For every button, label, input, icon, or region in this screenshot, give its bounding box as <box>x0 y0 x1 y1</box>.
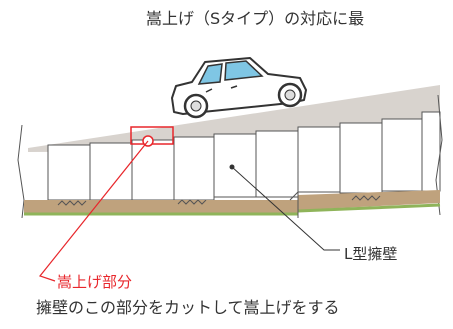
l-type-wall-label: L型擁壁 <box>344 245 398 263</box>
wall-foot-step <box>289 190 299 218</box>
caption: 擁壁のこの部分をカットして嵩上げをする <box>36 298 340 317</box>
raise-leader-line <box>38 140 149 282</box>
hatch-marks <box>57 195 381 206</box>
left-cut-line <box>17 124 25 219</box>
ground-brown-right <box>298 190 440 210</box>
wall-panels <box>47 111 441 201</box>
page-title: 嵩上げ（Sタイプ）の対応に最 <box>146 9 365 28</box>
raise-part-label: 嵩上げ部分 <box>57 273 133 291</box>
ground-green-right <box>297 203 441 213</box>
car-icon <box>171 57 307 119</box>
ground-brown <box>24 200 298 213</box>
wall-leader-line <box>231 166 340 251</box>
